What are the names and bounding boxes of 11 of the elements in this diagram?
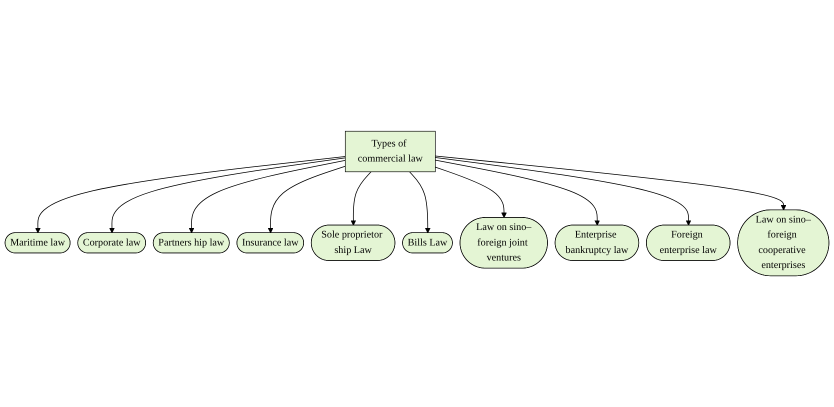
node-box: Types of commercial law — [344, 130, 436, 172]
arrow — [434, 157, 692, 226]
arrow — [434, 160, 600, 226]
arrow — [109, 157, 346, 234]
arrow — [350, 171, 372, 226]
arrow — [409, 171, 431, 234]
arrow — [268, 166, 346, 234]
arrow — [188, 160, 346, 234]
arrow — [35, 156, 346, 234]
arrow — [434, 156, 786, 210]
arrow — [434, 166, 507, 218]
